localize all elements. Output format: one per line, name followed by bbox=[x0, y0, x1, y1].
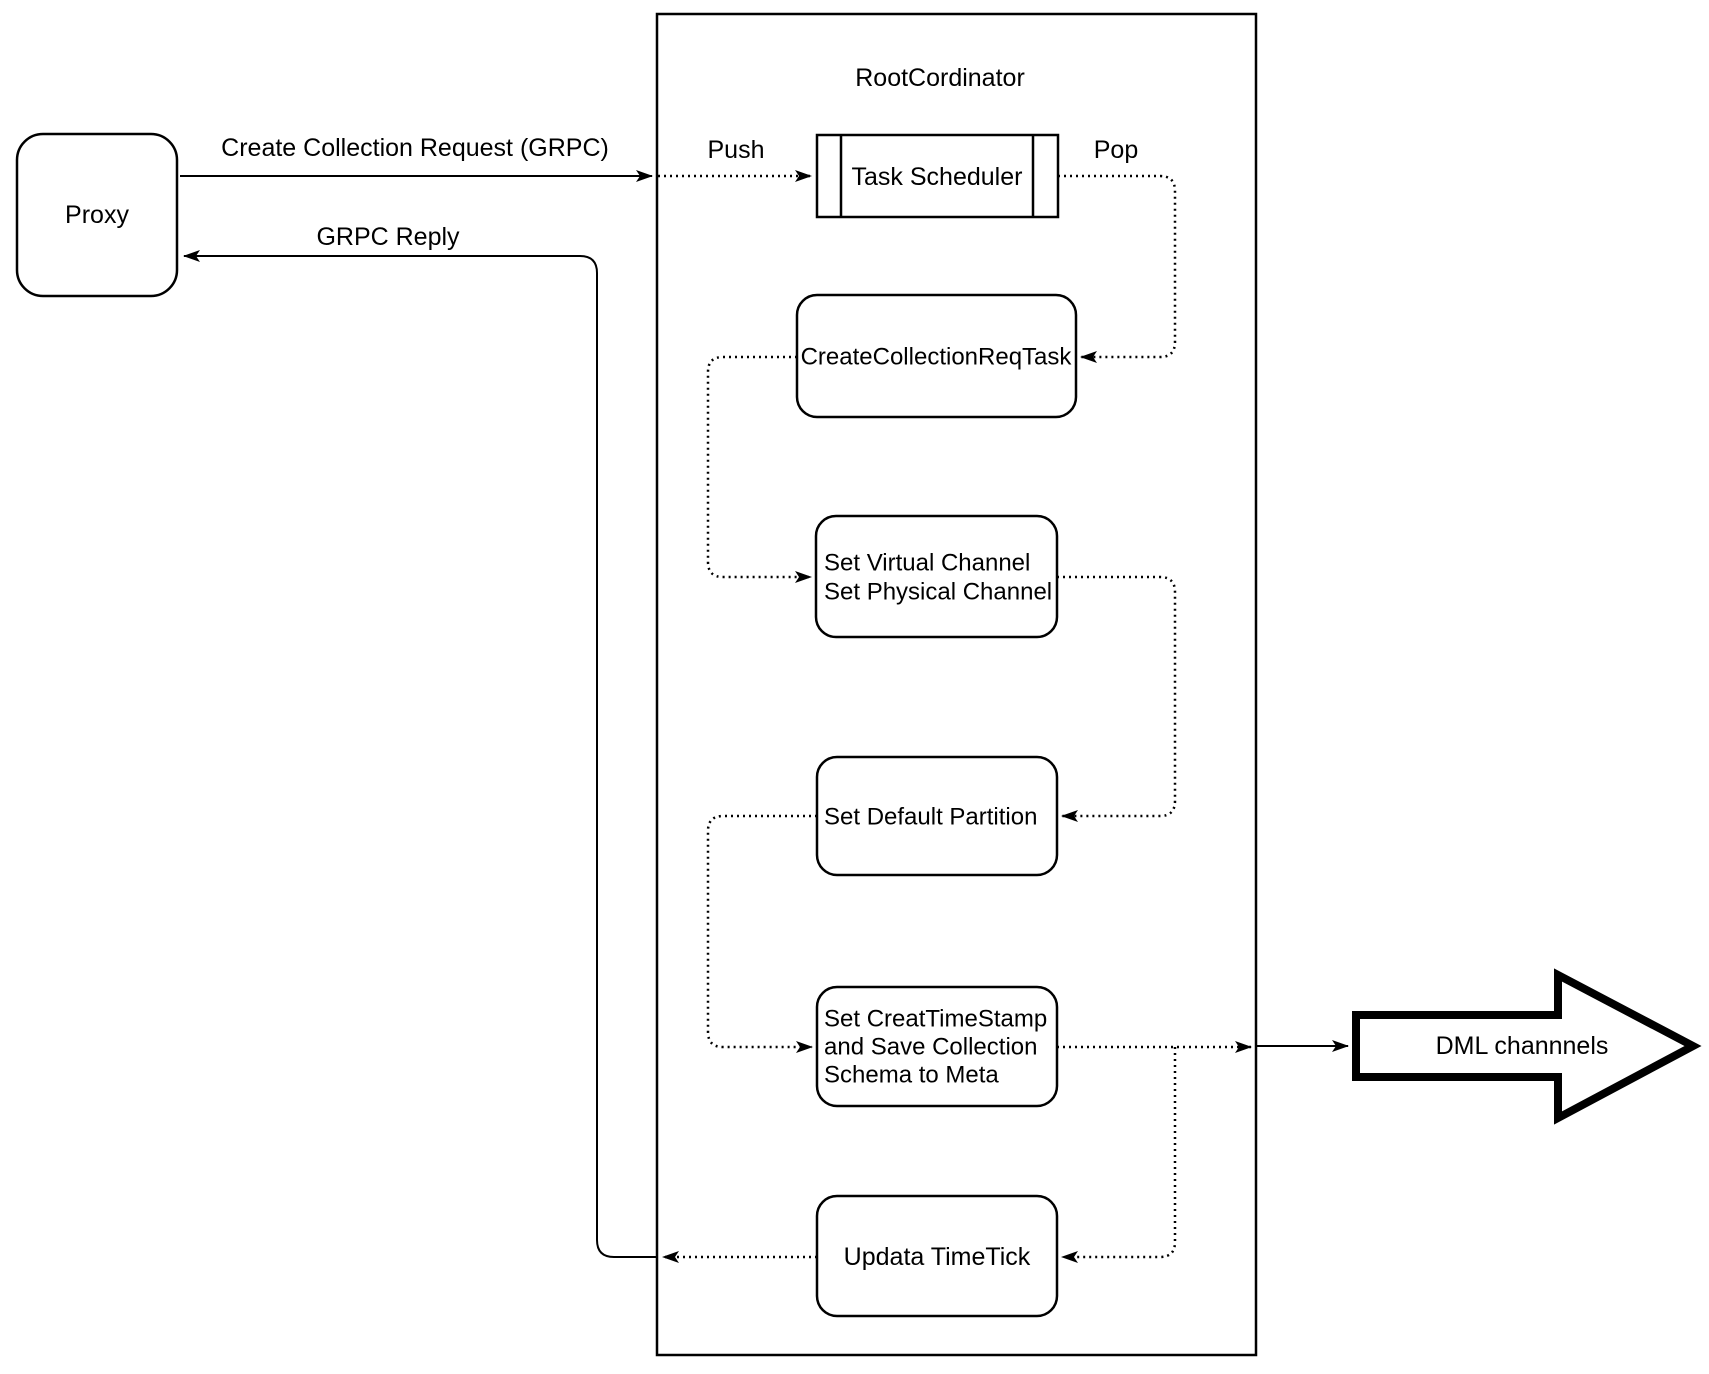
dml-channels-node: DML channnels bbox=[1352, 968, 1702, 1125]
set-creat-timestamp-label-line3: Schema to Meta bbox=[824, 1062, 999, 1089]
edge-pop-label: Pop bbox=[1094, 136, 1138, 164]
dml-channels-label: DML channnels bbox=[1436, 1032, 1609, 1060]
updata-timetick-label: Updata TimeTick bbox=[844, 1243, 1031, 1271]
edge-setchannels-to-defaultpartition bbox=[1057, 575, 1177, 822]
edge-grpc-reply-line bbox=[183, 250, 657, 1258]
set-channels-label-line2: Set Physical Channel bbox=[824, 579, 1052, 606]
updata-timetick-node: Updata TimeTick bbox=[815, 1194, 1059, 1318]
set-creat-timestamp-node: Set CreatTimeStamp and Save Collection S… bbox=[815, 985, 1059, 1108]
task-scheduler-label: Task Scheduler bbox=[852, 163, 1023, 191]
edge-pop: Pop bbox=[1058, 136, 1177, 363]
set-channels-node: Set Virtual Channel Set Physical Channel bbox=[814, 514, 1059, 639]
set-default-partition-label: Set Default Partition bbox=[824, 804, 1037, 831]
create-collection-req-task-node: CreateCollectionReqTask bbox=[795, 293, 1078, 419]
task-scheduler-node: Task Scheduler bbox=[815, 133, 1060, 219]
set-channels-box bbox=[814, 514, 1059, 639]
edge-create-collection-request: Create Collection Request (GRPC) bbox=[180, 134, 653, 182]
set-creat-timestamp-label-line2: and Save Collection bbox=[824, 1034, 1037, 1061]
edge-grpc-reply: GRPC Reply bbox=[183, 223, 657, 1258]
set-channels-label-line1: Set Virtual Channel bbox=[824, 550, 1030, 577]
proxy-box bbox=[15, 132, 179, 298]
edge-grpc-reply-label: GRPC Reply bbox=[316, 223, 460, 251]
edge-push-label: Push bbox=[708, 136, 765, 164]
edge-create-collection-request-label: Create Collection Request (GRPC) bbox=[221, 134, 609, 162]
edge-pop-line bbox=[1058, 174, 1177, 363]
set-default-partition-node: Set Default Partition bbox=[815, 755, 1059, 877]
proxy-node: Proxy bbox=[15, 132, 179, 298]
edge-defaultpartition-to-timestamp bbox=[706, 814, 817, 1053]
edge-push: Push bbox=[658, 136, 812, 182]
rootcoordinator-container: RootCordinator bbox=[655, 12, 1258, 1357]
rootcoordinator-title: RootCordinator bbox=[855, 64, 1025, 92]
proxy-label: Proxy bbox=[65, 201, 129, 229]
edge-reqtask-to-setchannels bbox=[706, 355, 812, 583]
rootcoordinator-box bbox=[655, 12, 1258, 1357]
set-creat-timestamp-label-line1: Set CreatTimeStamp bbox=[824, 1006, 1047, 1033]
dml-channels-arrow-shape bbox=[1352, 968, 1702, 1125]
create-collection-req-task-label: CreateCollectionReqTask bbox=[801, 344, 1073, 371]
